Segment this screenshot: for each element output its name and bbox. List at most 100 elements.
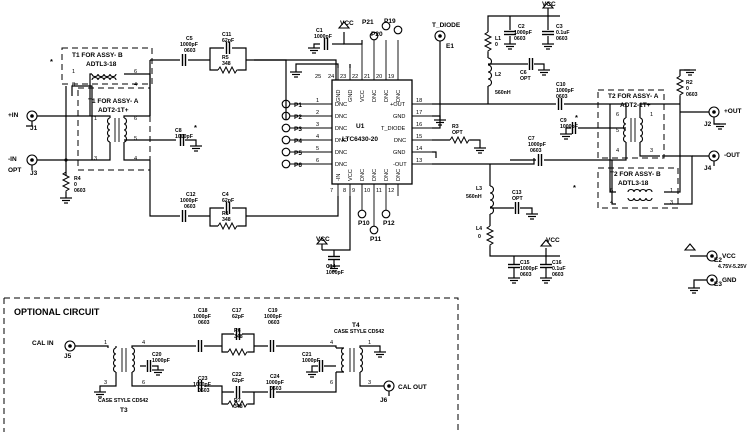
svg-text:P12: P12 (383, 220, 395, 227)
svg-text:348: 348 (222, 61, 231, 67)
svg-text:348: 348 (234, 404, 243, 410)
svg-text:1000pF: 1000pF (180, 42, 198, 48)
svg-text:1: 1 (316, 98, 319, 104)
svg-text:0603: 0603 (184, 48, 196, 54)
svg-text:348: 348 (234, 334, 243, 340)
svg-text:DNC: DNC (394, 138, 406, 144)
svg-text:T2 FOR ASSY- B: T2 FOR ASSY- B (610, 171, 661, 178)
svg-text:C18: C18 (198, 308, 208, 314)
svg-text:C1: C1 (316, 28, 323, 34)
svg-text:J2: J2 (704, 121, 712, 128)
svg-text:560nH: 560nH (466, 194, 482, 200)
svg-text:P2: P2 (294, 114, 302, 121)
svg-text:8: 8 (343, 188, 346, 194)
svg-text:L3: L3 (476, 186, 482, 192)
svg-text:0603: 0603 (184, 204, 196, 210)
svg-text:P1: P1 (294, 102, 302, 109)
ic-bottom-pins: 7 8 9 10 11 12 -IN VCC DNC DNC DNC DNC (330, 169, 402, 226)
svg-text:T1 FOR ASSY- B: T1 FOR ASSY- B (72, 52, 123, 59)
svg-text:R1: R1 (222, 211, 229, 217)
svg-text:GND: GND (722, 277, 737, 284)
svg-text:0603: 0603 (686, 92, 698, 98)
svg-text:C23: C23 (198, 376, 208, 382)
svg-text:3: 3 (94, 156, 97, 162)
svg-text:6: 6 (134, 69, 137, 75)
svg-text:10: 10 (364, 188, 370, 194)
svg-text:0603: 0603 (556, 94, 568, 100)
svg-text:C14: C14 (326, 264, 336, 270)
svg-text:1000pF: 1000pF (314, 34, 332, 40)
svg-text:C13: C13 (512, 190, 522, 196)
svg-text:VCC: VCC (722, 253, 736, 260)
svg-text:1000pF: 1000pF (302, 358, 320, 364)
svg-text:0.1uF: 0.1uF (552, 266, 566, 272)
svg-text:DNC: DNC (396, 169, 402, 181)
svg-text:DNC: DNC (372, 90, 378, 102)
svg-text:DNC: DNC (335, 126, 347, 132)
svg-text:5: 5 (134, 136, 137, 142)
svg-text:62pF: 62pF (222, 38, 234, 44)
svg-text:C10: C10 (556, 82, 566, 88)
svg-text:0603: 0603 (556, 36, 568, 42)
svg-text:-OUT: -OUT (393, 162, 407, 168)
svg-text:E2: E2 (714, 257, 722, 264)
svg-text:E1: E1 (446, 43, 454, 50)
optional-circuit-title: OPTIONAL CIRCUIT (14, 307, 100, 317)
svg-text:VCC: VCC (542, 1, 556, 8)
svg-text:T4: T4 (352, 322, 360, 329)
svg-text:0: 0 (74, 182, 77, 188)
svg-text:OPT: OPT (520, 76, 531, 82)
svg-text:DNC: DNC (335, 102, 347, 108)
svg-text:1000pF: 1000pF (528, 142, 546, 148)
svg-text:R4: R4 (74, 176, 81, 182)
svg-text:C5: C5 (186, 36, 193, 42)
svg-text:DNC: DNC (372, 169, 378, 181)
svg-text:L4: L4 (476, 226, 482, 232)
svg-text:C12: C12 (186, 192, 196, 198)
svg-text:4: 4 (616, 148, 619, 154)
svg-text:E3: E3 (714, 281, 722, 288)
svg-text:4.75V-5.25V: 4.75V-5.25V (718, 264, 747, 270)
svg-text:1000pF: 1000pF (193, 382, 211, 388)
optional-circuit: OPTIONAL CIRCUIT (3, 297, 459, 432)
svg-text:J3: J3 (30, 170, 38, 177)
svg-text:VCC: VCC (546, 237, 560, 244)
svg-text:5: 5 (616, 128, 619, 134)
svg-text:1000pF: 1000pF (175, 134, 193, 140)
svg-text:C4: C4 (222, 192, 229, 198)
svg-text:1: 1 (94, 116, 97, 122)
svg-text:0603: 0603 (198, 320, 210, 326)
svg-text:DNC: DNC (335, 138, 347, 144)
svg-text:OPT: OPT (512, 196, 523, 202)
svg-text:P19: P19 (384, 18, 396, 25)
svg-text:CAL OUT: CAL OUT (398, 384, 427, 391)
svg-text:62pF: 62pF (232, 378, 244, 384)
svg-text:R5: R5 (222, 55, 229, 61)
svg-text:1000pF: 1000pF (520, 266, 538, 272)
svg-text:1000pF: 1000pF (560, 124, 578, 130)
svg-text:C20: C20 (152, 352, 162, 358)
svg-text:22: 22 (352, 74, 358, 80)
svg-text:3: 3 (368, 380, 371, 386)
svg-text:GND: GND (393, 114, 405, 120)
svg-text:T_DIODE: T_DIODE (381, 126, 406, 132)
svg-text:ADTL3-18: ADTL3-18 (618, 180, 649, 187)
svg-text:P3: P3 (294, 126, 302, 133)
svg-text:ADTL3-18: ADTL3-18 (86, 61, 117, 68)
svg-text:-OUT: -OUT (724, 152, 740, 159)
svg-text:24: 24 (328, 74, 334, 80)
output-section: T_DIODE E1 L2 560nH L1 0 VCC C2 1000pF 0… (432, 1, 747, 294)
svg-text:6: 6 (142, 380, 145, 386)
svg-text:15: 15 (416, 134, 422, 140)
svg-text:C16: C16 (552, 260, 562, 266)
svg-text:-IN: -IN (8, 156, 17, 163)
svg-text:R6: R6 (234, 328, 241, 334)
bottom-pins-net: P10 P11 P12 VCC C14 1000pF (316, 196, 395, 276)
svg-text:+OUT: +OUT (724, 108, 742, 115)
svg-text:11: 11 (376, 188, 382, 194)
svg-text:0: 0 (686, 86, 689, 92)
svg-text:R7: R7 (234, 398, 241, 404)
svg-text:L1: L1 (495, 36, 501, 42)
svg-text:C24: C24 (270, 374, 280, 380)
svg-text:C6: C6 (520, 70, 527, 76)
